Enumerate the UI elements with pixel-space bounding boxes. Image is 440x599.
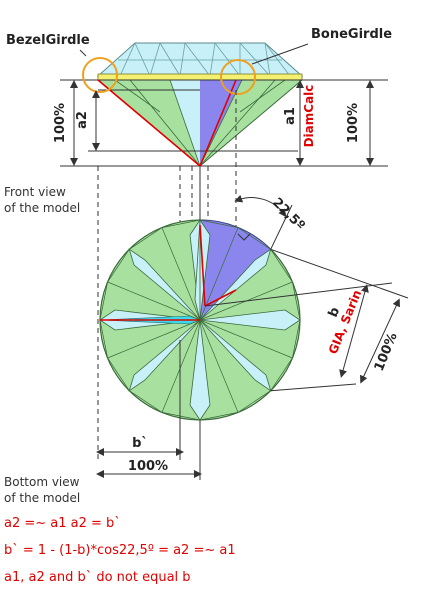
- bottom-caption-line1: Bottom view: [4, 475, 80, 489]
- bottom-caption-line2: of the model: [4, 491, 81, 505]
- star-facets: [99, 219, 301, 421]
- bottom-red-lines: [100, 224, 237, 321]
- height-pct-left-label: 100%: [53, 103, 68, 143]
- diamcalc-label: DiamCalc: [302, 85, 316, 148]
- a2-label: a2: [75, 111, 90, 129]
- diagonal-pct-label: 100%: [372, 331, 401, 374]
- front-caption-line1: Front view: [4, 185, 66, 199]
- height-pct-right-label: 100%: [346, 103, 361, 143]
- bottom-view-caption: Bottom view of the model: [4, 474, 80, 506]
- gia-sarin-label: GIA, Sarin: [326, 288, 364, 356]
- bezel-girdle-ring: [82, 57, 118, 93]
- front-red-lines: [97, 79, 237, 167]
- front-view: BezelGirdle BoneGirdle 100% a2 a1 DiamCa…: [6, 27, 392, 167]
- girdle-band: [97, 73, 303, 81]
- bottom-pct-label: 100%: [128, 459, 168, 474]
- front-caption-line2: of the model: [4, 201, 81, 215]
- front-view-caption: Front view of the model: [4, 184, 80, 216]
- bottom-dimensions: [96, 340, 202, 478]
- diagonal-dimension: [204, 248, 409, 392]
- bone-girdle-label: BoneGirdle: [311, 27, 392, 42]
- b-prime-label: b`: [132, 436, 148, 451]
- bottom-view: 22,5º b GIA, Sarin 100%: [99, 188, 409, 421]
- bone-girdle-ring: [220, 59, 256, 95]
- formula-line1: a2 =~ a1 a2 = b`: [4, 516, 121, 531]
- formula-line3: a1, a2 and b` do not equal b: [4, 570, 191, 585]
- reference-lines: [60, 79, 388, 167]
- dimension-arrows: [70, 80, 374, 166]
- formula-line2: b` = 1 - (1-b)*cos22,5º = a2 =~ a1: [4, 543, 236, 558]
- radial-lines: [99, 219, 301, 421]
- angle-label: 22,5º: [269, 195, 307, 233]
- crown: [96, 42, 304, 77]
- bezel-girdle-label: BezelGirdle: [6, 33, 90, 48]
- a1-label: a1: [283, 107, 298, 125]
- angle-marker: [199, 188, 293, 250]
